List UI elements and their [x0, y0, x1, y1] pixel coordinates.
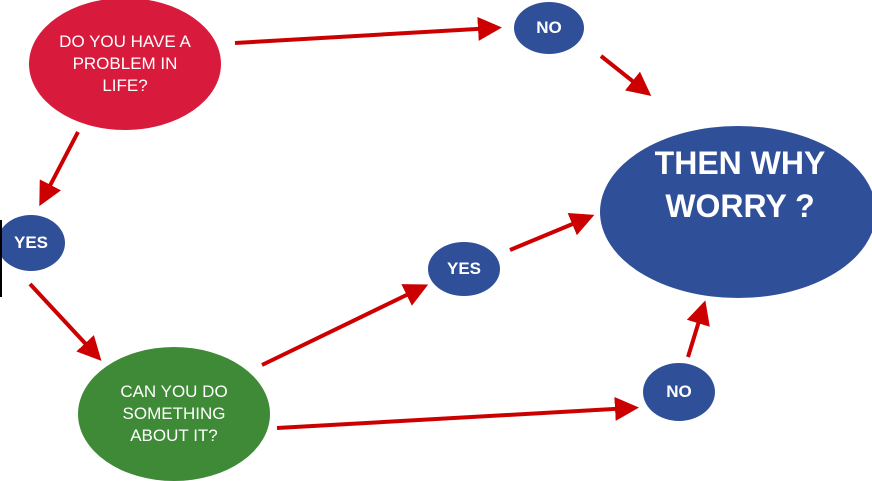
arrow-no1-to-conclusion [599, 54, 652, 96]
arrow-yes2-to-conclusion [509, 213, 595, 252]
question2-label: CAN YOU DO SOMETHING ABOUT IT? [120, 381, 228, 446]
arrow-q1-to-no1 [234, 16, 502, 45]
yes1-node [0, 215, 65, 271]
question2-node [78, 347, 270, 481]
no2-node [643, 363, 715, 421]
yes2-node [428, 242, 500, 296]
no1-label: NO [536, 17, 562, 37]
yes1-label: YES [13, 232, 49, 252]
arrow-q2-to-no2 [276, 396, 639, 430]
no2-label: NO [666, 381, 692, 401]
no1-node [514, 2, 584, 54]
question1-label: DO YOU HAVE A PROBLEM IN LIFE? [59, 31, 191, 96]
conclusion-node [600, 126, 872, 298]
left-border-line [0, 220, 2, 297]
conclusion-label: THEN WHY WORRY ? [654, 144, 826, 224]
arrow-no2-to-conclusion [686, 300, 710, 358]
yes2-label: YES [446, 258, 482, 278]
arrow-q2-to-yes2 [261, 284, 429, 367]
question1-node [29, 0, 221, 130]
arrow-q1-to-yes1 [39, 131, 80, 207]
arrow-yes1-to-q2 [28, 282, 102, 361]
